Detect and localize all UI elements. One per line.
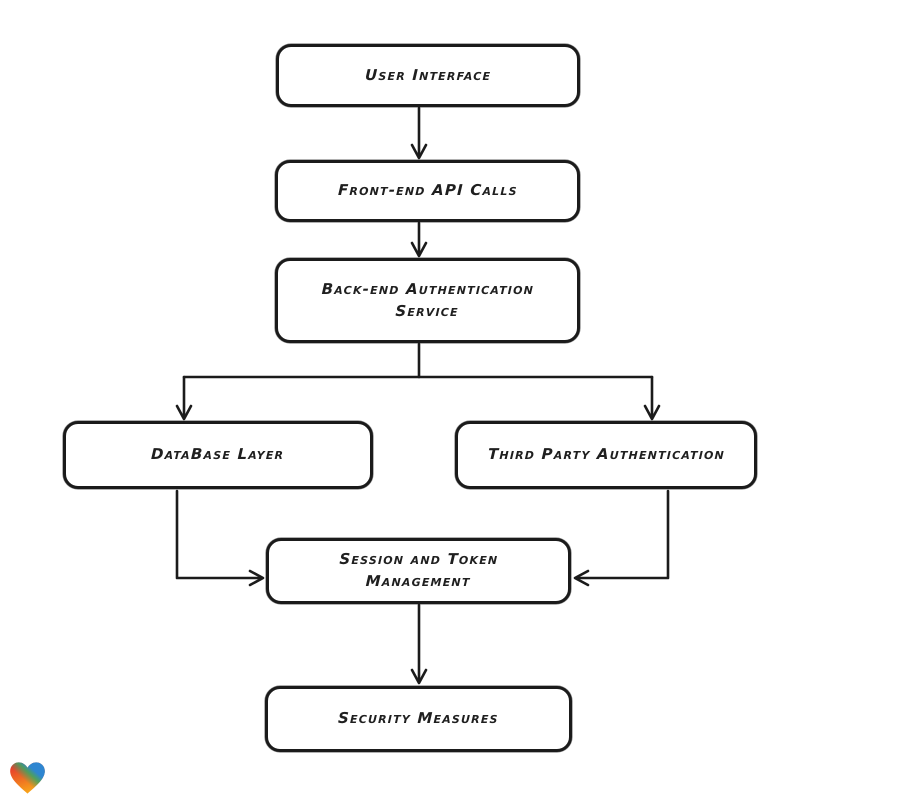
node-label: User Interface xyxy=(364,65,492,84)
gradient-heart-logo xyxy=(10,762,45,794)
edge-db-to-session xyxy=(175,489,265,587)
arrowhead-down-icon xyxy=(410,668,428,685)
arrowhead-left-icon xyxy=(573,569,590,587)
node-user-interface[interactable]: User Interface xyxy=(276,44,580,107)
node-security-measures[interactable]: Security Measures xyxy=(265,686,572,752)
edge-api-to-backend xyxy=(410,221,428,258)
node-third-party-authentication[interactable]: Third Party Authentication xyxy=(455,421,757,489)
node-session-and-token-management[interactable]: Session and Token Management xyxy=(266,538,571,604)
node-label: Session and Token Management xyxy=(339,550,499,590)
node-label: DataBase Layer xyxy=(151,445,285,464)
node-database-layer[interactable]: DataBase Layer xyxy=(63,421,373,489)
node-front-end-api-calls[interactable]: Front-end API Calls xyxy=(275,160,580,222)
node-label: Back-end Authentication Service xyxy=(321,279,535,320)
arrowhead-down-icon xyxy=(410,143,428,160)
arrowhead-down-icon xyxy=(175,404,193,421)
arrowhead-down-icon xyxy=(410,241,428,258)
edge-session-to-security xyxy=(410,603,428,685)
edge-third-to-session xyxy=(573,489,670,587)
node-label: Front-end API Calls xyxy=(337,181,518,200)
node-back-end-authentication-service[interactable]: Back-end Authentication Service xyxy=(275,258,580,343)
arrowhead-right-icon xyxy=(248,569,265,587)
node-label: Third Party Authentication xyxy=(487,445,725,464)
node-label: Security Measures xyxy=(337,709,500,728)
edge-backend-branch xyxy=(175,342,661,421)
edge-ui-to-api xyxy=(410,106,428,160)
arrowhead-down-icon xyxy=(643,404,661,421)
